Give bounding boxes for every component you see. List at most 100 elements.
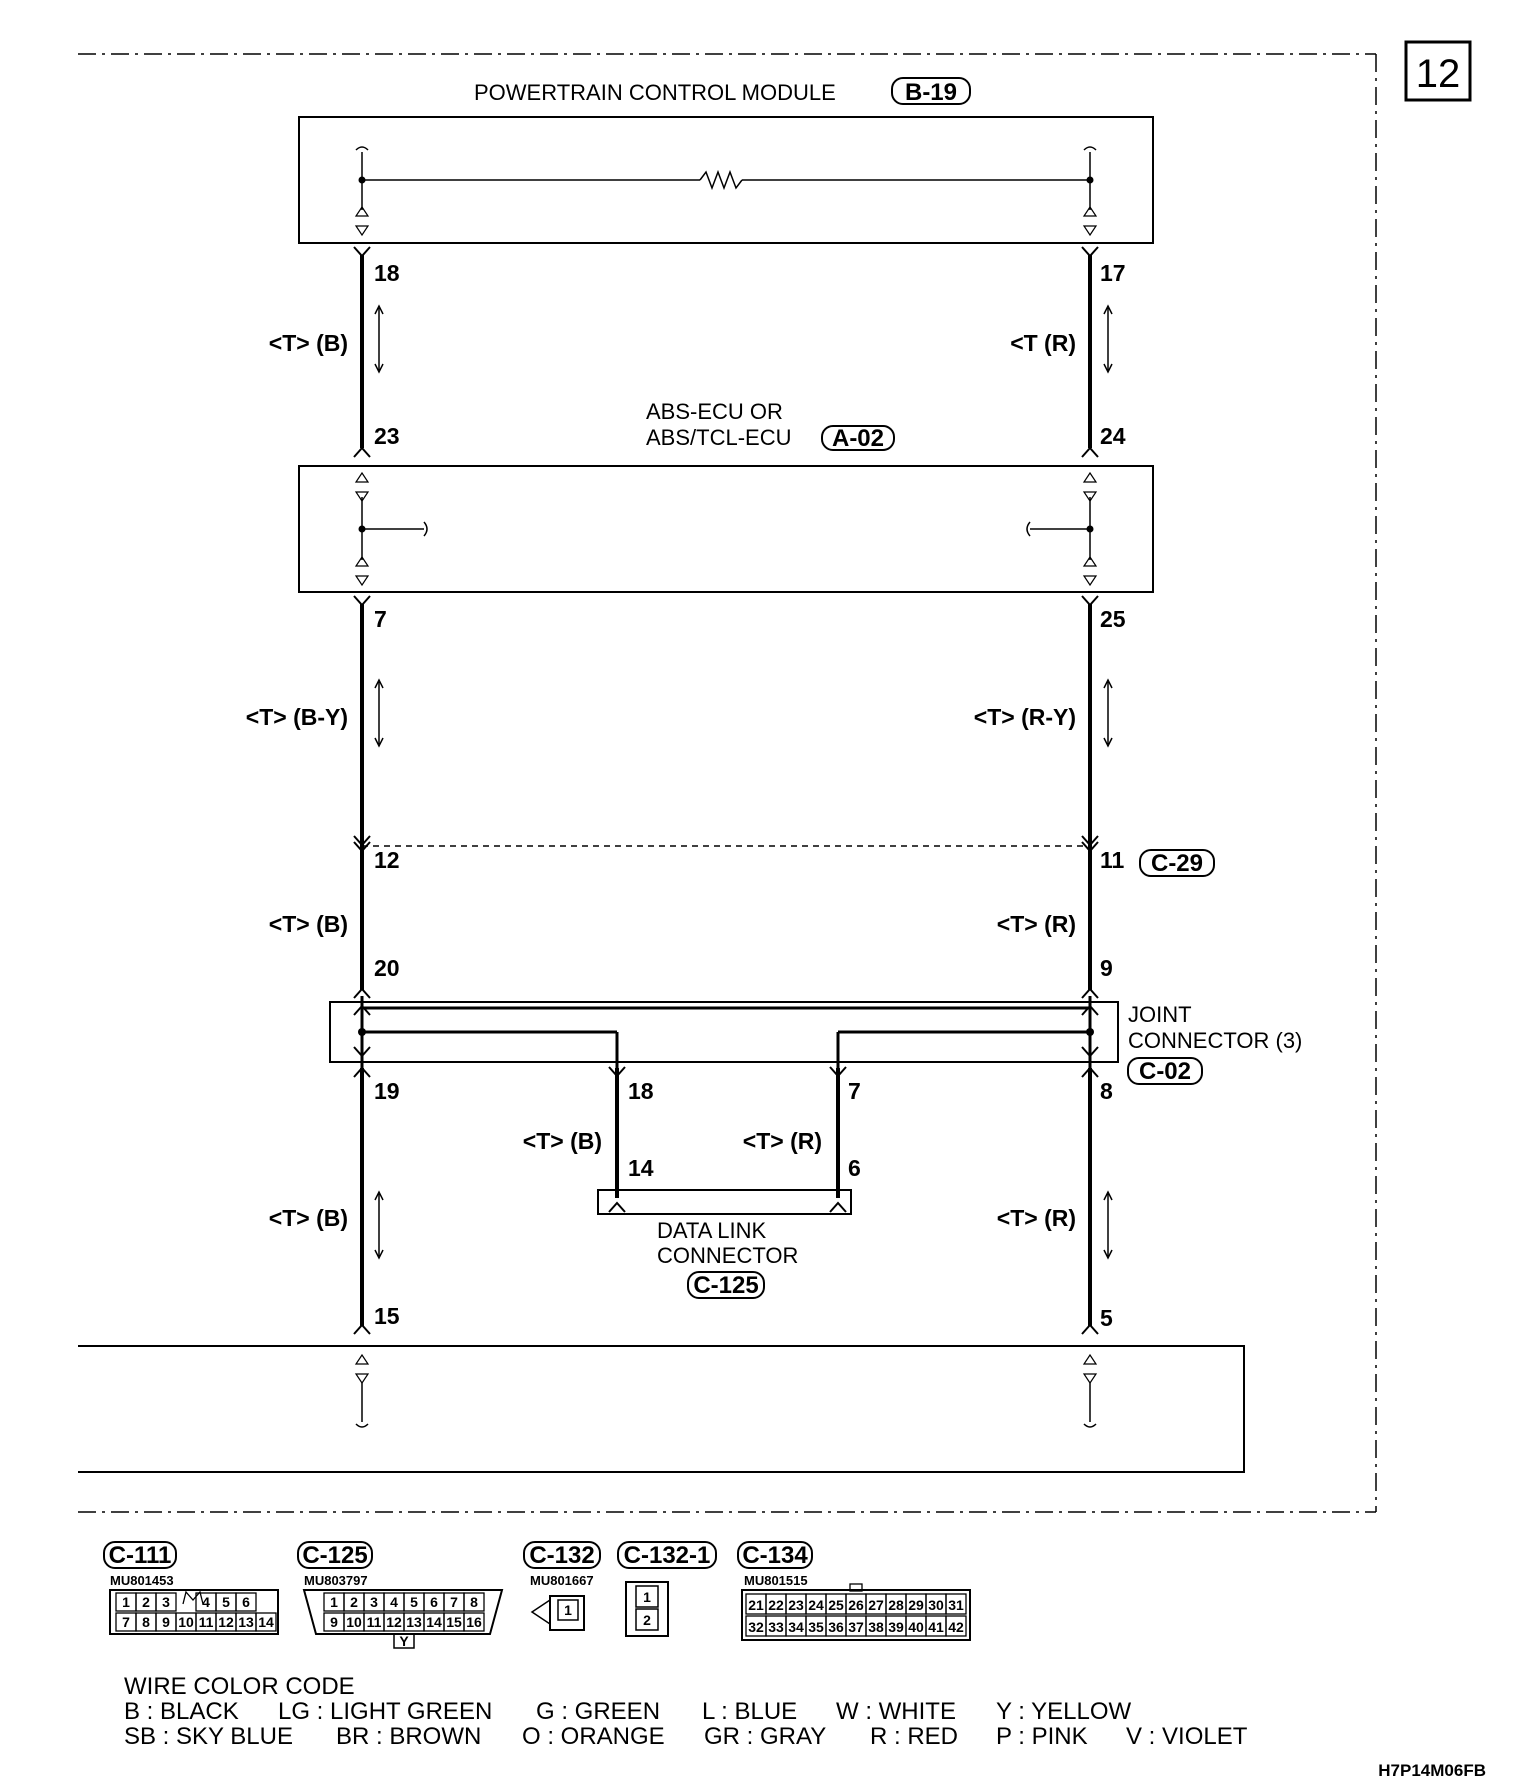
connector-pin: 30 <box>928 1597 944 1613</box>
connector-pin: 38 <box>868 1619 884 1635</box>
connector-cavity <box>255 1612 277 1632</box>
wire-label: <T> (R) <box>743 1128 822 1154</box>
connector-pin: 41 <box>928 1619 944 1635</box>
wire-label: <T> (B) <box>269 330 348 356</box>
joint-connector-id: C-02 <box>1139 1058 1191 1085</box>
pcm-title: POWERTRAIN CONTROL MODULE <box>474 80 836 105</box>
connector-id: C-132 <box>529 1542 594 1569</box>
connector-id: C-111 <box>109 1542 172 1569</box>
connector-pin: 1 <box>564 1602 572 1618</box>
legend-entry: W : WHITE <box>836 1698 956 1725</box>
pin-label: 5 <box>1100 1305 1113 1331</box>
connector-pin: 42 <box>948 1619 964 1635</box>
legend-title: WIRE COLOR CODE <box>124 1673 355 1700</box>
connector-pin: 36 <box>828 1619 844 1635</box>
connector-pin: 9 <box>330 1614 338 1630</box>
legend-entry: L : BLUE <box>702 1698 797 1725</box>
wire-label: <T> (R) <box>997 911 1076 937</box>
pin-label: 18 <box>628 1078 654 1104</box>
connector-pin: 9 <box>162 1614 170 1630</box>
pin-label: 9 <box>1100 955 1113 981</box>
connector-pin: 6 <box>242 1594 250 1610</box>
connector-pin: 13 <box>406 1614 422 1630</box>
pin-label: 7 <box>374 606 387 632</box>
pin-label: 20 <box>374 955 400 981</box>
connector-view-c132-1: C-132-1 1 2 <box>617 1541 717 1637</box>
connector-cavity <box>945 1593 967 1615</box>
legend-entry: BR : BROWN <box>336 1723 481 1750</box>
connector-pin: 1 <box>330 1594 338 1610</box>
wire-label: <T> (B) <box>269 911 348 937</box>
abs-ecu-block: ABS-ECU OR ABS/TCL-ECU A-02 <box>298 399 1154 593</box>
connector-pin: 8 <box>142 1614 150 1630</box>
c29-connector-id: C-29 <box>1151 850 1203 877</box>
wire-color-legend: WIRE COLOR CODE B : BLACK LG : LIGHT GRE… <box>124 1673 1248 1750</box>
connector-pin: 37 <box>848 1619 864 1635</box>
pin-label: 17 <box>1100 260 1126 286</box>
data-link-connector-block: DATA LINK CONNECTOR C-125 <box>597 1189 852 1299</box>
connector-pin: 2 <box>643 1612 651 1628</box>
legend-entry: LG : LIGHT GREEN <box>278 1698 492 1725</box>
connector-pin: 7 <box>122 1614 130 1630</box>
connector-pin: 32 <box>748 1619 764 1635</box>
wire-label: <T> (B) <box>523 1128 602 1154</box>
bottom-module-block <box>78 1345 1245 1473</box>
connector-pin: 35 <box>808 1619 824 1635</box>
pin-label: 18 <box>374 260 400 286</box>
connector-view-c132: C-132 MU801667 1 <box>523 1541 601 1631</box>
connector-cavity <box>235 1592 257 1612</box>
joint-title-line1: JOINT <box>1128 1002 1192 1027</box>
connector-pin: 4 <box>390 1594 398 1610</box>
connector-pin: 24 <box>808 1597 824 1613</box>
connector-pin: 21 <box>748 1597 764 1613</box>
pcm-connector-id: B-19 <box>905 79 957 106</box>
connector-pin: 5 <box>410 1594 418 1610</box>
pin-label: 7 <box>848 1078 861 1104</box>
connector-pin: 4 <box>202 1594 210 1610</box>
wire-label: <T> (B) <box>269 1205 348 1231</box>
connector-pin: 14 <box>258 1614 274 1630</box>
resistor-symbol <box>699 169 743 191</box>
connector-pin: 1 <box>122 1594 130 1610</box>
wire-label: <T> (R) <box>997 1205 1076 1231</box>
connector-pin: 25 <box>828 1597 844 1613</box>
connector-part-number: MU801453 <box>110 1573 174 1588</box>
connector-cavity <box>155 1592 177 1612</box>
pin-label: 15 <box>374 1303 400 1329</box>
legend-entry: O : ORANGE <box>522 1723 665 1750</box>
pin-label: 19 <box>374 1078 400 1104</box>
connector-id: C-125 <box>302 1542 367 1569</box>
pin-terminals <box>353 246 1099 1335</box>
wire-label: <T (R) <box>1010 330 1076 356</box>
connector-pin: 28 <box>888 1597 904 1613</box>
connector-pin: 12 <box>218 1614 234 1630</box>
connector-pin: 12 <box>386 1614 402 1630</box>
diagram-frame <box>78 53 1377 1513</box>
connector-cavity <box>945 1615 967 1637</box>
signal-direction-arrows <box>374 304 1113 1260</box>
legend-entry: R : RED <box>870 1723 958 1750</box>
connector-pin: 22 <box>768 1597 784 1613</box>
pin-label: 6 <box>848 1155 861 1181</box>
connector-pin: 31 <box>948 1597 964 1613</box>
connector-pin: 23 <box>788 1597 804 1613</box>
c29-connector: C-29 <box>362 845 1215 877</box>
connector-pin: 26 <box>848 1597 864 1613</box>
connector-cavity <box>463 1612 485 1632</box>
pcm-block: POWERTRAIN CONTROL MODULE B-19 <box>298 77 1154 244</box>
joint-connector-block: JOINT CONNECTOR (3) C-02 <box>329 996 1302 1085</box>
connector-pin: 11 <box>199 1614 214 1630</box>
connector-tab: Y <box>399 1633 409 1649</box>
abs-title-line2: ABS/TCL-ECU <box>646 425 791 450</box>
legend-entry: SB : SKY BLUE <box>124 1723 293 1750</box>
pin-numbers: 18 17 23 24 7 25 12 11 20 9 19 18 7 8 14… <box>374 260 1126 1331</box>
connector-pin: 15 <box>446 1614 462 1630</box>
connector-pin: 8 <box>470 1594 478 1610</box>
connector-pin: 34 <box>788 1619 804 1635</box>
connector-pin: 7 <box>450 1594 458 1610</box>
pin-label: 24 <box>1100 423 1126 449</box>
